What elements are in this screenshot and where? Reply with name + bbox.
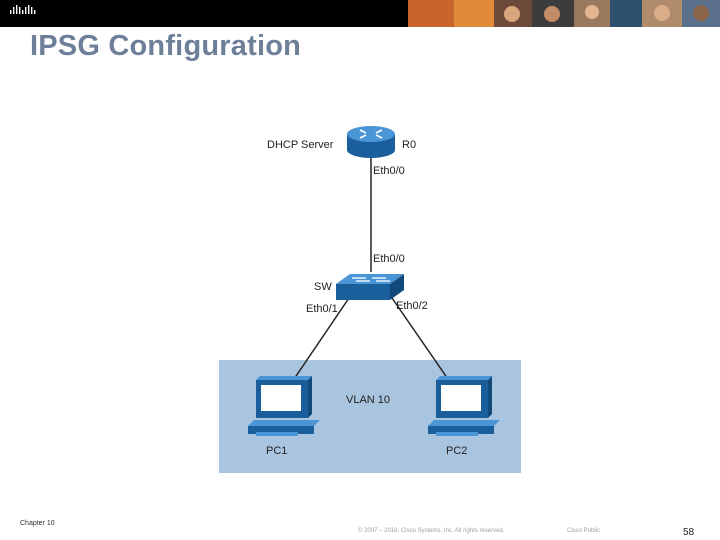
switch-port-left-label: Eth0/1 (306, 303, 338, 315)
switch-name-label: SW (314, 281, 332, 293)
chapter-label: Chapter 10 (20, 520, 55, 527)
header-photo-strip (408, 0, 720, 27)
pc2-icon (428, 376, 500, 436)
pc2-label: PC2 (446, 445, 467, 457)
pc1-label: PC1 (266, 445, 287, 457)
header-bar (0, 0, 720, 27)
switch-icon (336, 274, 404, 300)
vlan-label: VLAN 10 (346, 394, 390, 406)
switch-port-right-label: Eth0/2 (396, 300, 428, 312)
page-number: 58 (683, 527, 695, 538)
pc1-icon (248, 376, 320, 436)
router-name-label: R0 (402, 139, 416, 151)
classification-text: Cisco Public (567, 528, 601, 534)
link-switch-pc2 (391, 297, 451, 383)
router-port-label: Eth0/0 (373, 165, 405, 177)
router-role-label: DHCP Server (267, 139, 334, 151)
copyright-text: © 2007 – 2016, Cisco Systems, Inc. All r… (358, 528, 505, 534)
switch-uplink-port-label: Eth0/0 (373, 253, 405, 265)
router-icon (347, 126, 395, 158)
link-switch-pc1 (291, 297, 350, 383)
cisco-logo (10, 5, 36, 14)
slide-title: IPSG Configuration (30, 30, 302, 62)
